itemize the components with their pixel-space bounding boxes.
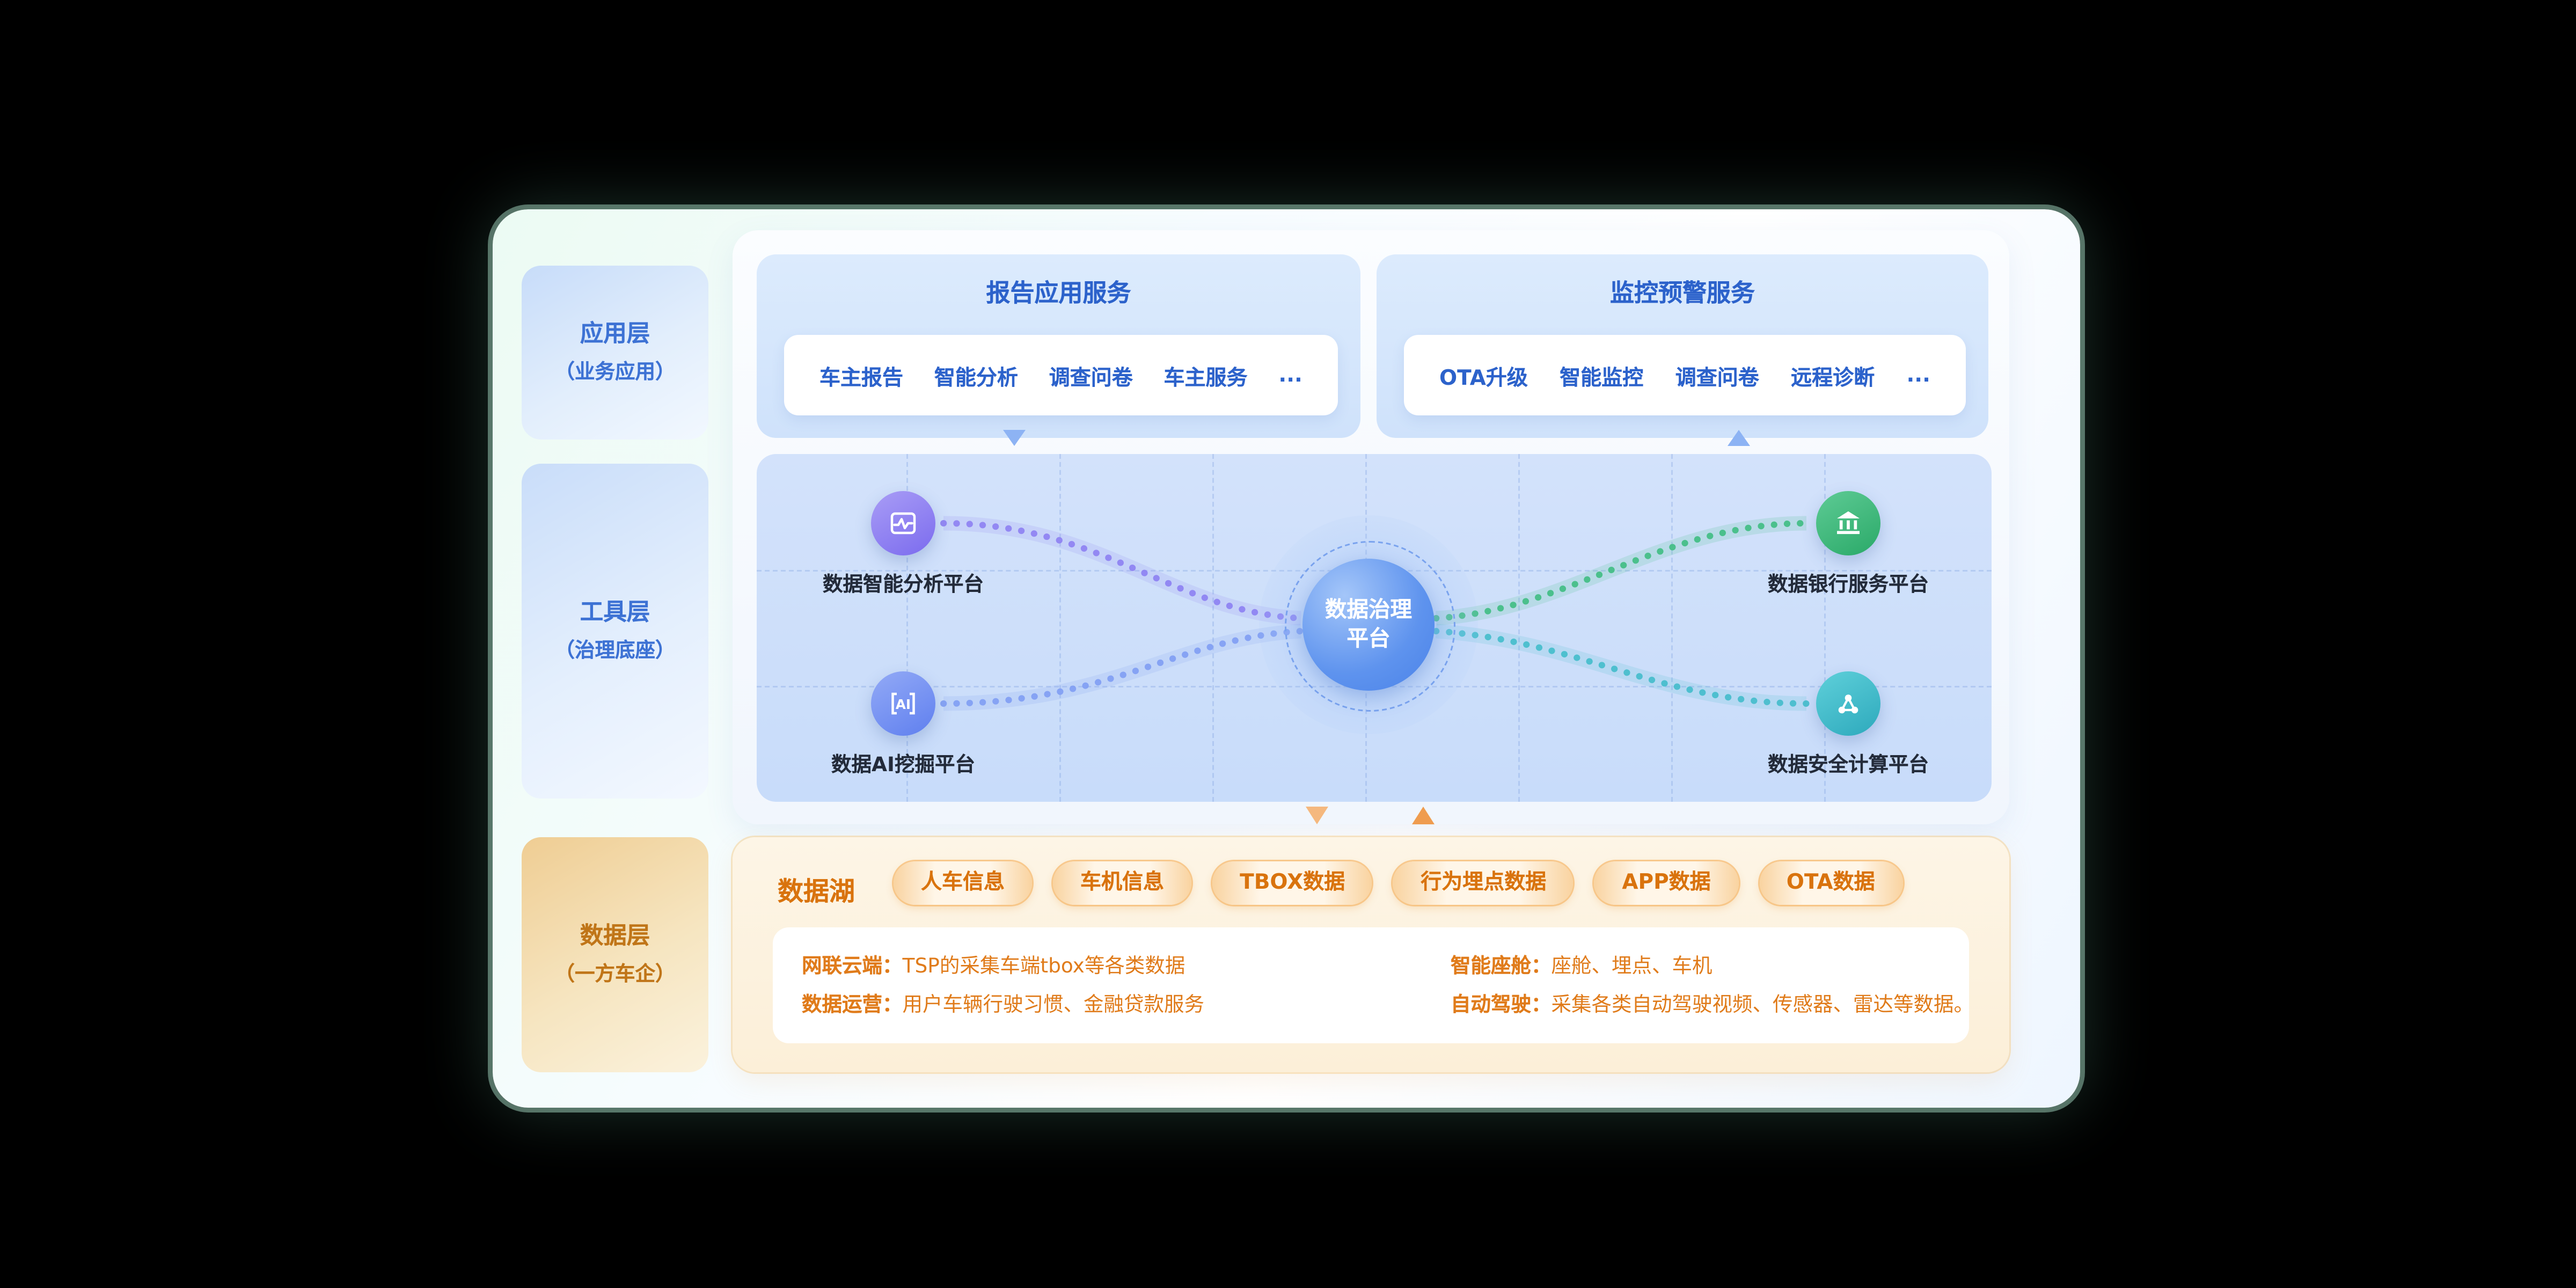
- grid-line: [1059, 454, 1061, 802]
- layer-title: 数据层: [580, 924, 650, 950]
- grid-line: [1518, 454, 1520, 802]
- layer-box-application: 应用层 （业务应用）: [522, 266, 708, 440]
- service-item: 车主报告: [819, 366, 904, 391]
- monitor-services-title: 监控预警服务: [1609, 279, 1755, 308]
- bank-icon: [1837, 511, 1860, 535]
- service-item: 远程诊断: [1791, 366, 1875, 391]
- detail-line: 智能座舱：座舱、埋点、车机: [1451, 948, 1940, 987]
- service-item-more: ...: [1906, 363, 1930, 387]
- governance-center-label: 数据治理: [1325, 597, 1412, 623]
- report-services-panel: 报告应用服务 车主报告 智能分析 调查问卷 车主服务 ...: [757, 254, 1360, 438]
- platform-icon-wrap: [1816, 671, 1880, 736]
- curve-glow: [1436, 624, 1807, 711]
- architecture-frame: 应用层 （业务应用） 工具层 （治理底座） 数据层 （一方车企） 报告应用服务 …: [493, 209, 2080, 1108]
- layer-subtitle: （一方车企）: [554, 960, 676, 985]
- detail-line: 数据运营：用户车辆行驶习惯、金融贷款服务: [802, 987, 1451, 1026]
- platform-ai-mining: AI 数据AI挖掘平台: [766, 671, 1040, 778]
- data-lake-details: 网联云端：TSP的采集车端tbox等各类数据 数据运营：用户车辆行驶习惯、金融贷…: [773, 927, 1974, 1043]
- grid-line: [1212, 454, 1214, 802]
- layer-subtitle: （治理底座）: [554, 636, 676, 661]
- detail-text: TSP的采集车端tbox等各类数据: [902, 953, 1185, 977]
- svg-text:AI: AI: [896, 697, 911, 712]
- detail-text: 用户车辆行驶习惯、金融贷款服务: [902, 992, 1205, 1016]
- governance-center-node: 数据治理 平台: [1302, 559, 1435, 691]
- platform-label: 数据银行服务平台: [1767, 572, 1929, 596]
- governance-center-dashed-ring: [1285, 541, 1455, 712]
- grid-line: [906, 454, 908, 802]
- data-pill: TBOX数据: [1212, 861, 1373, 905]
- connection-curves: [940, 516, 1810, 711]
- platform-icon-wrap: AI: [871, 671, 935, 736]
- report-services-bar: 车主报告 智能分析 调查问卷 车主服务 ...: [784, 335, 1338, 415]
- data-pill: APP数据: [1594, 861, 1738, 905]
- arrow-down-icon: [1306, 807, 1328, 824]
- service-item: 调查问卷: [1049, 366, 1133, 391]
- platform-label: 数据智能分析平台: [822, 572, 984, 596]
- data-lake-title: 数据湖: [778, 876, 855, 906]
- service-item: 智能监控: [1560, 366, 1644, 391]
- layer-box-data: 数据层 （一方车企）: [522, 837, 708, 1072]
- monitor-services-bar: OTA升级 智能监控 调查问卷 远程诊断 ...: [1404, 335, 1966, 415]
- curve-bank: [1433, 520, 1810, 621]
- curve-ai: [940, 628, 1304, 707]
- ai-badge-icon: AI: [891, 692, 915, 715]
- layer-subtitle: （业务应用）: [554, 358, 676, 383]
- service-item: 调查问卷: [1675, 366, 1759, 391]
- wave-chart-icon: [890, 512, 916, 535]
- platform-analysis: 数据智能分析平台: [766, 491, 1040, 597]
- layer-title: 应用层: [580, 321, 650, 348]
- platform-icon-wrap: [871, 491, 935, 555]
- detail-text: 采集各类自动驾驶视频、传感器、雷达等数据。: [1551, 992, 1974, 1016]
- grid-line: [1671, 454, 1673, 802]
- platform-secure-compute: 数据安全计算平台: [1711, 671, 1985, 778]
- data-pill: 行为埋点数据: [1393, 861, 1574, 905]
- platform-label: 数据安全计算平台: [1767, 752, 1929, 776]
- report-services-title: 报告应用服务: [986, 279, 1131, 308]
- service-item: 车主服务: [1163, 366, 1248, 391]
- layer-box-tool: 工具层 （治理底座）: [522, 464, 708, 799]
- curve-analysis: [940, 520, 1304, 621]
- governance-center-label: 平台: [1346, 626, 1391, 652]
- detail-label: 网联云端：: [802, 953, 903, 977]
- detail-label: 智能座舱：: [1450, 953, 1552, 977]
- detail-label: 自动驾驶：: [1450, 992, 1552, 1016]
- data-pill: 人车信息: [894, 861, 1033, 905]
- arrow-up-icon: [1412, 807, 1435, 824]
- data-lake-panel: 数据湖 人车信息 车机信息 TBOX数据 行为埋点数据 APP数据 OTA数据 …: [733, 837, 2009, 1072]
- detail-text: 座舱、埋点、车机: [1551, 953, 1713, 977]
- data-pill: 车机信息: [1053, 861, 1192, 905]
- arrow-down-icon: [1003, 430, 1026, 446]
- service-item: OTA升级: [1439, 366, 1528, 391]
- services-governance-panel: 报告应用服务 车主报告 智能分析 调查问卷 车主服务 ... 监控预警服务 OT…: [733, 230, 2009, 824]
- governance-hub-panel: 数据治理 平台 数据智能分析平台: [757, 454, 1992, 802]
- layer-title: 工具层: [580, 600, 650, 626]
- detail-line: 网联云端：TSP的采集车端tbox等各类数据: [802, 948, 1451, 987]
- service-item-more: ...: [1278, 363, 1302, 387]
- platform-icon-wrap: [1816, 491, 1880, 555]
- platform-label: 数据AI挖掘平台: [831, 752, 975, 776]
- data-lake-pills: 人车信息 车机信息 TBOX数据 行为埋点数据 APP数据 OTA数据: [894, 861, 1902, 905]
- network-nodes-icon: [1838, 694, 1858, 714]
- detail-line: 自动驾驶：采集各类自动驾驶视频、传感器、雷达等数据。: [1450, 987, 1974, 1026]
- grid-line: [1824, 454, 1826, 802]
- platform-bank: 数据银行服务平台: [1711, 491, 1985, 597]
- arrow-up-icon: [1728, 430, 1750, 446]
- monitor-services-panel: 监控预警服务 OTA升级 智能监控 调查问卷 远程诊断 ...: [1377, 254, 1988, 438]
- detail-label: 数据运营：: [802, 992, 903, 1016]
- service-item: 智能分析: [934, 366, 1018, 391]
- data-pill: OTA数据: [1759, 861, 1902, 905]
